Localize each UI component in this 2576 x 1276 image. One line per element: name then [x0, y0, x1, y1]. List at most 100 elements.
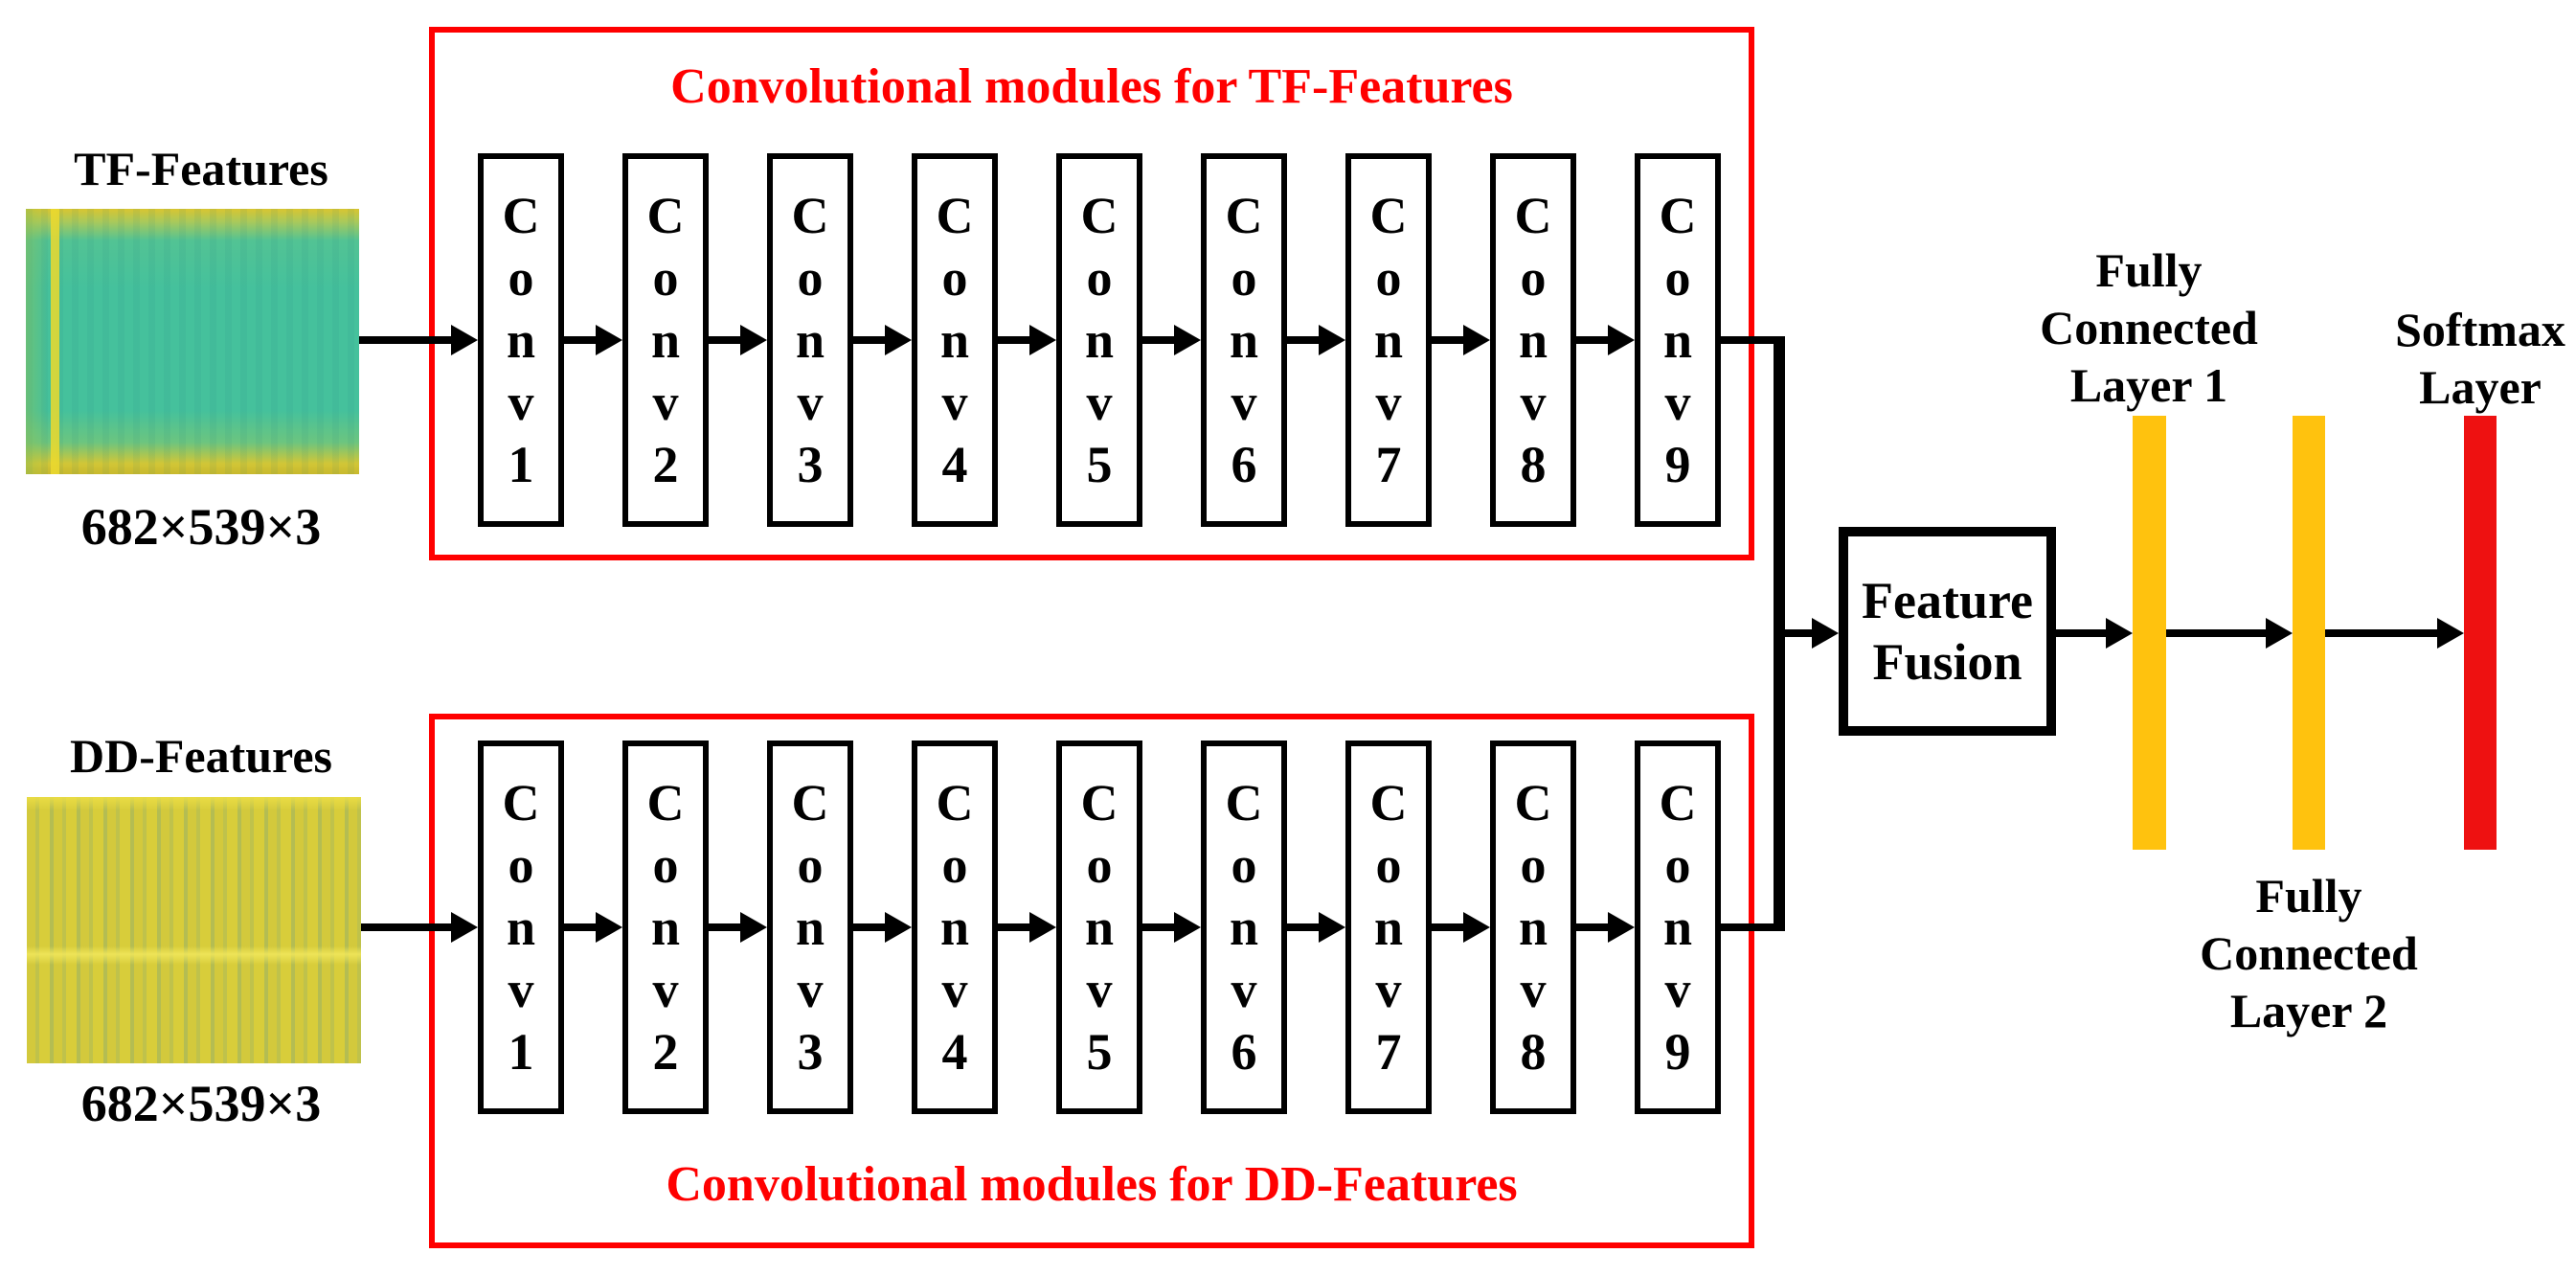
- conv-block-char: n: [1373, 898, 1404, 956]
- conv-block-char: C: [1369, 773, 1408, 832]
- conv-block-char: C: [936, 186, 974, 244]
- conv-block-char: n: [1518, 310, 1548, 369]
- dd-conv-arrow-6: [1287, 912, 1345, 943]
- fc1-label-line1: Fully: [2095, 243, 2203, 297]
- dd-conv-arrow-4: [998, 912, 1056, 943]
- tf-conv-arrow-5: [1142, 325, 1201, 355]
- conv-block-char: n: [506, 310, 536, 369]
- conv-block-char: v: [1375, 960, 1402, 1018]
- conv-block-char: C: [1080, 186, 1119, 244]
- conv-block-char: 4: [941, 435, 968, 493]
- conv-block-char: o: [652, 835, 679, 894]
- conv-block-char: C: [1080, 773, 1119, 832]
- conv-block-char: C: [1225, 773, 1263, 832]
- conv-block-char: 3: [797, 435, 824, 493]
- conv-block-char: o: [508, 248, 534, 307]
- feature-fusion-box: Feature Fusion: [1839, 527, 2056, 736]
- dd-conv-module-outline: [429, 714, 1754, 1248]
- conv-block-char: o: [941, 248, 968, 307]
- conv-block-char: C: [1514, 773, 1552, 832]
- conv-block-char: o: [1375, 248, 1402, 307]
- conv-block-char: n: [650, 898, 681, 956]
- dd-input-arrow: [361, 912, 478, 943]
- conv-block-char: 5: [1086, 435, 1113, 493]
- conv-block-char: C: [1659, 186, 1697, 244]
- conv-block-char: o: [1231, 835, 1257, 894]
- fc2-label-line3: Layer 2: [2229, 984, 2388, 1037]
- softmax-label-line1: Softmax: [2395, 303, 2565, 356]
- conv-block-char: n: [1518, 898, 1548, 956]
- tf-input-arrow: [359, 325, 478, 355]
- dd-conv-arrow-7: [1432, 912, 1490, 943]
- tf-conv-arrow-4: [998, 325, 1056, 355]
- fusion-input-arrow: [1779, 618, 1839, 649]
- conv-block-char: 6: [1231, 1022, 1257, 1081]
- conv-block-char: n: [1662, 898, 1693, 956]
- conv-block-char: o: [1520, 248, 1547, 307]
- conv-block-char: 2: [652, 1022, 679, 1081]
- tf-conv-arrow-3: [853, 325, 912, 355]
- conv-block-char: v: [652, 960, 679, 1018]
- conv-block-char: C: [502, 186, 540, 244]
- conv-block-char: 6: [1231, 435, 1257, 493]
- tf-conv-arrow-7: [1432, 325, 1490, 355]
- conv-block-char: 5: [1086, 1022, 1113, 1081]
- fusion-output-arrow: [2056, 618, 2133, 649]
- conv-block-char: 4: [941, 1022, 968, 1081]
- fc1-label: Fully Connected Layer 1: [1909, 241, 2388, 414]
- fc1-to-fc2-arrow: [2166, 618, 2293, 649]
- fc1-label-line2: Connected: [2040, 301, 2258, 354]
- conv-block-char: o: [797, 248, 824, 307]
- conv-block-char: v: [1664, 960, 1691, 1018]
- conv-block-char: v: [1520, 960, 1547, 1018]
- dd-spectrogram-image: [27, 797, 361, 1063]
- conv-block-char: C: [1369, 186, 1408, 244]
- conv-block-char: o: [508, 835, 534, 894]
- fc2-label-line1: Fully: [2255, 869, 2362, 923]
- tf-output-line: [1721, 336, 1785, 344]
- conv-block-char: C: [502, 773, 540, 832]
- conv-block-char: n: [1373, 310, 1404, 369]
- spectrogram-streak: [51, 209, 59, 474]
- fc2-bar: [2293, 416, 2325, 850]
- conv-block-char: 9: [1664, 1022, 1691, 1081]
- dd-conv-module-title: Convolutional modules for DD-Features: [666, 1157, 1518, 1212]
- conv-block-char: v: [1086, 960, 1113, 1018]
- tf-spectrogram-image: [26, 209, 359, 474]
- fusion-label-line2: Fusion: [1872, 633, 2022, 691]
- tf-conv-arrow-8: [1576, 325, 1635, 355]
- fc2-to-softmax-arrow: [2325, 618, 2464, 649]
- conv-block-char: 8: [1520, 1022, 1547, 1081]
- softmax-label: Softmax Layer: [2241, 301, 2576, 416]
- conv-block-char: 2: [652, 435, 679, 493]
- conv-block-char: C: [936, 773, 974, 832]
- conv-block-char: v: [1375, 373, 1402, 431]
- dd-conv-arrow-5: [1142, 912, 1201, 943]
- conv-block-char: v: [797, 960, 824, 1018]
- conv-block-char: n: [506, 898, 536, 956]
- conv-block-char: C: [1225, 186, 1263, 244]
- conv-block-char: v: [652, 373, 679, 431]
- fc2-label: Fully Connected Layer 2: [2069, 867, 2548, 1039]
- conv-block-char: 8: [1520, 435, 1547, 493]
- conv-block-char: 1: [508, 1022, 534, 1081]
- conv-block-char: v: [941, 373, 968, 431]
- conv-block-char: o: [1664, 835, 1691, 894]
- conv-block-char: o: [652, 248, 679, 307]
- fc2-label-line2: Connected: [2200, 926, 2418, 980]
- conv-block-char: v: [797, 373, 824, 431]
